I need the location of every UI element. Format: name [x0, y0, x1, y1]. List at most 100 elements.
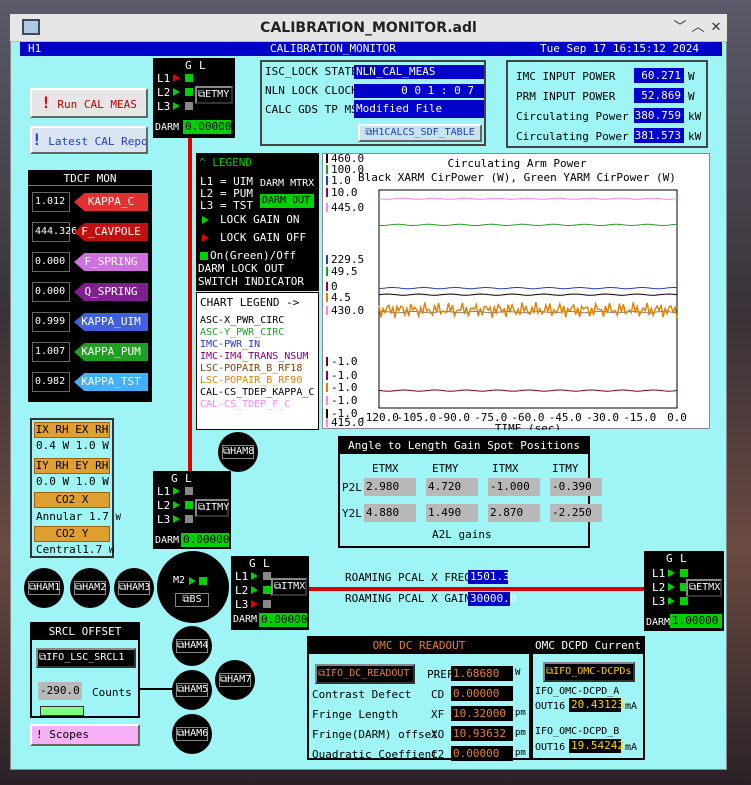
axis-color-marker: [326, 418, 328, 427]
etmy-button[interactable]: ⧉ETMY: [195, 86, 233, 104]
ham2-chamber[interactable]: ⧉HAM2: [70, 568, 110, 608]
link-line-srcl: [140, 688, 180, 690]
omc-title: OMC DC READOUT: [309, 638, 529, 654]
ham3-button[interactable]: ⧉HAM3: [118, 581, 151, 595]
ham4-chamber[interactable]: ⧉HAM4: [172, 626, 212, 666]
y-axis-label: -1.0: [331, 369, 358, 382]
omc-value: 10.32000: [451, 706, 513, 721]
ham8-button[interactable]: ⧉HAM8: [222, 445, 255, 459]
y-axis-label: -1.0: [331, 407, 358, 420]
lock-on-icon: [173, 515, 180, 523]
x-tick-label: -90.0: [437, 411, 470, 424]
y-axis-label: 1.0: [331, 174, 351, 187]
y-axis-label: 100.0: [331, 163, 364, 176]
plot-area: [378, 189, 678, 409]
scopes-button[interactable]: ! Scopes: [30, 724, 140, 746]
chart-legend-item: CAL-CS_TDEP_KAPPA_C: [200, 387, 315, 398]
power-value: 52.869: [634, 88, 684, 103]
series-line: [378, 223, 678, 227]
a2l-cell: 1.490: [426, 504, 478, 522]
lock-on-icon: [668, 583, 675, 591]
axis-color-marker: [326, 396, 328, 405]
itmy-darm-value: 0.00000: [181, 533, 230, 547]
tdcf-value: 0.999: [32, 312, 70, 332]
axis-color-marker: [326, 188, 328, 197]
lock-off-icon: [251, 600, 258, 608]
tdcf-value: 0.000: [32, 252, 70, 272]
y-axis-label: -1.0: [331, 355, 358, 368]
axis-color-marker: [326, 306, 328, 315]
dcpd-button[interactable]: ⧉IFO_OMC-DCPDs: [543, 662, 635, 682]
ring-label-2: IY RH EY RH: [34, 458, 110, 474]
ham1-chamber[interactable]: ⧉HAM1: [24, 568, 64, 608]
omc-value: 0.00000: [451, 686, 513, 701]
ham5-chamber[interactable]: ⧉HAM5: [172, 670, 212, 710]
dcpd-panel: OMC DCPD Current ⧉IFO_OMC-DCPDs IFO_OMC-…: [531, 636, 645, 760]
srcl-button[interactable]: ⧉IFO_LSC_SRCL1: [36, 648, 136, 668]
series-line: [378, 293, 678, 296]
minimize-icon[interactable]: ﹀: [673, 20, 687, 35]
x-tick-label: -15.0: [623, 411, 656, 424]
ham4-button[interactable]: ⧉HAM4: [176, 639, 209, 653]
lock-on-icon: [251, 586, 258, 594]
ham2-button[interactable]: ⧉HAM2: [74, 581, 107, 595]
latest-cal-report-button[interactable]: ! Latest CAL Report: [30, 126, 148, 154]
title-bar[interactable]: CALIBRATION_MONITOR.adl ﹀ ︿ ✕: [10, 14, 727, 42]
tdcf-value: 1.007: [32, 342, 70, 362]
ring-heater-panel: IX RH EX RH 0.4 W 1.0 W IY RH EY RH 0.0 …: [30, 418, 121, 558]
a2l-col-header: ITMX: [492, 462, 519, 475]
x-tick-label: -120.0: [359, 411, 399, 424]
ham8-chamber[interactable]: ⧉HAM8: [218, 432, 258, 472]
a2l-cell: 2.870: [488, 504, 540, 522]
itmy-button[interactable]: ⧉ITMY: [195, 499, 229, 517]
bs-button[interactable]: ⧉BS: [175, 593, 209, 607]
ring-label-1: IX RH EX RH: [34, 422, 110, 438]
etmx-button[interactable]: ⧉ETMX: [686, 579, 722, 597]
lock-indicator-icon: [680, 597, 688, 605]
ham6-button[interactable]: ⧉HAM6: [176, 727, 209, 741]
alert-icon: !: [36, 728, 43, 741]
axis-color-marker: [326, 293, 328, 302]
omc-value: 0.00000: [451, 746, 513, 761]
run-cal-button[interactable]: ! Run CAL MEAS: [30, 88, 148, 118]
ham5-button[interactable]: ⧉HAM5: [176, 683, 209, 697]
close-icon[interactable]: ✕: [710, 20, 722, 35]
a2l-title: Angle to Length Gain Spot Positions: [340, 438, 588, 454]
x-tick-label: 0.0: [667, 411, 687, 424]
omc-dc-readout-button[interactable]: ⧉IFO_DC_READOUT: [315, 664, 415, 684]
a2l-cell: -0.390: [550, 478, 602, 496]
ham7-chamber[interactable]: ⧉HAM7: [215, 660, 255, 700]
itmx-panel: G L L1 L2 L3 ⧉ITMX DARM 0.00000: [231, 556, 309, 630]
lock-on-icon: [202, 216, 209, 224]
app-icon: [22, 19, 40, 35]
tdcf-arrow-label: Q_SPRING: [74, 283, 148, 301]
lock-on-icon: [251, 572, 258, 580]
lock-indicator-icon: [263, 586, 271, 594]
a2l-col-header: ETMX: [372, 462, 399, 475]
ham1-button[interactable]: ⧉HAM1: [28, 581, 61, 595]
srcl-title: SRCL OFFSET: [32, 624, 138, 640]
ham3-chamber[interactable]: ⧉HAM3: [114, 568, 154, 608]
tdcf-arrow-label: KAPPA_C: [74, 193, 148, 211]
lock-on-icon: [173, 88, 180, 96]
bs-chamber[interactable]: M2 ⧉BS: [157, 551, 229, 623]
itmx-button[interactable]: ⧉ITMX: [271, 578, 307, 596]
tdcf-arrow-label: F_CAVPOLE: [74, 223, 148, 241]
ham6-chamber[interactable]: ⧉HAM6: [172, 714, 212, 754]
tdcf-title: TDCF MON: [63, 172, 117, 185]
sdf-table-button[interactable]: ⧉H1CALCS_SDF_TABLE: [358, 124, 482, 142]
etmy-panel: G L L1 L2 L3 ⧉ETMY DARM 0.00000: [153, 58, 235, 138]
series-line: [378, 389, 678, 392]
chart-legend-item: CAL-CS_TDEP_F_C: [200, 399, 291, 410]
lock-indicator-icon: [680, 569, 688, 577]
x-axis-label: TIME (sec): [495, 422, 561, 430]
maximize-icon[interactable]: ︿: [691, 20, 705, 35]
srcl-slider[interactable]: [40, 706, 84, 716]
srcl-panel: SRCL OFFSET ⧉IFO_LSC_SRCL1 -290.0 Counts: [30, 622, 140, 718]
x-tick-label: -75.0: [474, 411, 507, 424]
ham7-button[interactable]: ⧉HAM7: [219, 673, 252, 687]
axis-color-marker: [326, 255, 328, 264]
a2l-col-header: ITMY: [552, 462, 579, 475]
